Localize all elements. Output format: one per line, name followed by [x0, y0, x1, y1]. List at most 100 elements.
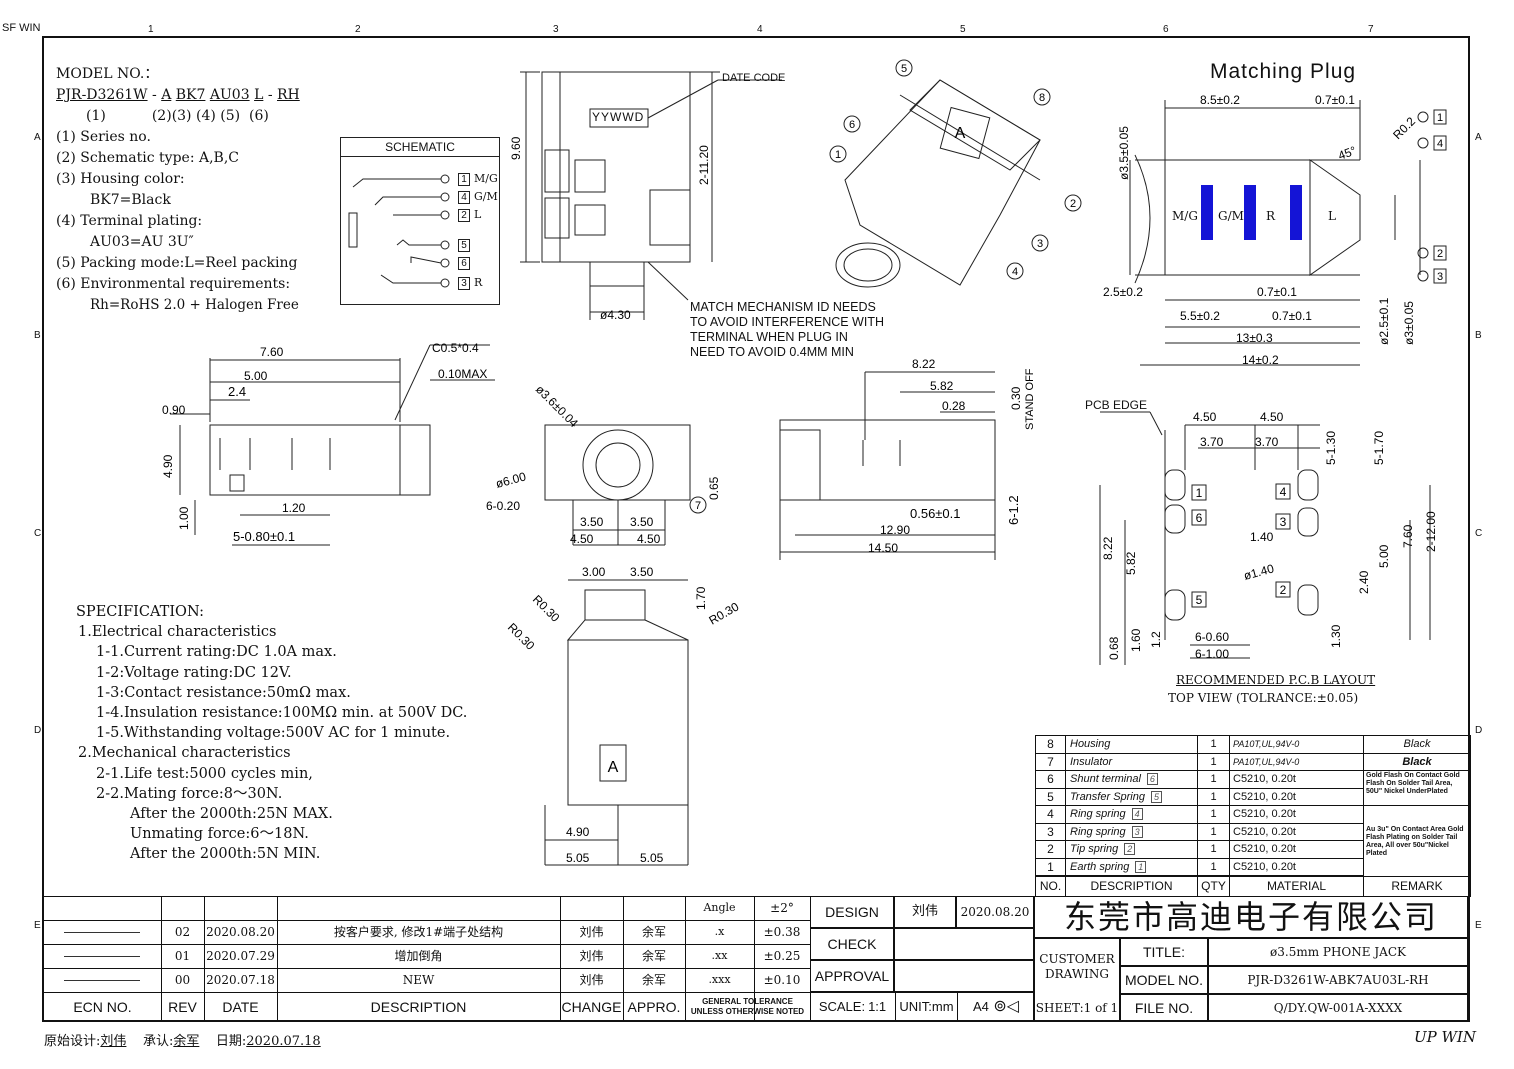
- dimension-label: 2.4: [228, 384, 246, 399]
- dimension-label: 1.2: [1149, 631, 1163, 648]
- dimension-label: 1.30: [1329, 624, 1343, 648]
- tb-cell: [44, 944, 810, 945]
- bom-material: C5210, 0.20t: [1230, 771, 1364, 789]
- dimension-label: 12.90: [880, 523, 910, 537]
- dimension-label: R0.30: [707, 599, 742, 627]
- dimension-label: 7.60: [1401, 524, 1415, 548]
- bom-header: DESCRIPTION: [1066, 876, 1198, 896]
- dimension-label: ø3.5±0.05: [1117, 126, 1131, 180]
- dimension-label: 5.00: [244, 369, 268, 383]
- model-indices: (1)(2)(3) (4) (5) (6): [86, 108, 269, 124]
- bom-material: C5210, 0.20t: [1230, 788, 1364, 806]
- tb-cell: [623, 896, 624, 1022]
- tb-cell: [810, 928, 894, 960]
- dimension-label: 3.70: [1200, 435, 1224, 449]
- dimension-label: R0.2: [1390, 114, 1418, 142]
- spec-line: After the 2000th:25N MAX.: [130, 806, 333, 823]
- bom-material: C5210, 0.20t: [1230, 806, 1364, 824]
- dimension-label: 4.50: [570, 532, 594, 546]
- callout-number: 5: [901, 63, 907, 75]
- schematic-pin-number: 1: [458, 173, 470, 186]
- footer-right-text: UP WIN: [1414, 1028, 1476, 1046]
- dimension-label: ø1.40: [1242, 561, 1276, 583]
- footer-signatures: 原始设计:刘伟 承认:余军 日期:2020.07.18: [44, 1034, 321, 1049]
- scale-cell: SCALE:1:1: [810, 992, 896, 1022]
- tolerance-label: GENERAL TOLERANCE UNLESS OTHERWISE NOTED: [690, 997, 805, 1016]
- callout-circle: [1006, 262, 1024, 280]
- iso-body: [844, 79, 1041, 286]
- pcb-pin-number: 2: [1280, 583, 1287, 597]
- bom-qty: 1: [1198, 806, 1230, 824]
- pcb-pin-box: [1275, 513, 1291, 530]
- schematic-pin-number: 6: [458, 257, 470, 270]
- bom-header: QTY: [1198, 876, 1230, 896]
- plug-title: Matching Plug: [1210, 60, 1357, 83]
- dimension-label: 9.60: [509, 136, 523, 160]
- dimension-label: R0.30: [530, 592, 563, 625]
- model-line: (5) Packing mode:L=Reel packing: [56, 255, 298, 271]
- pcb-pin-number: 1: [1196, 486, 1203, 500]
- drawing-frame: [42, 36, 1470, 1022]
- model-line: AU03=AU 3U″: [90, 234, 194, 250]
- dimension-label: 5.82: [930, 379, 954, 393]
- bom-qty: 1: [1198, 858, 1230, 876]
- tb-cell: [64, 932, 140, 933]
- zone-number: 4: [757, 24, 763, 35]
- schematic-pin-label: L: [474, 208, 482, 221]
- callout-number: 7: [695, 500, 701, 512]
- dimension-label: 6-1.2: [1006, 495, 1021, 525]
- iso-letter: A: [955, 125, 966, 142]
- bom-qty: 1: [1198, 841, 1230, 859]
- bom-tag: 2: [1124, 843, 1136, 855]
- zone-letter: B: [34, 330, 41, 341]
- plug-pin-circle: [1417, 270, 1429, 282]
- plug-pin-box: [1433, 135, 1447, 151]
- bom-no: 2: [1036, 841, 1066, 859]
- schematic-pin-number: 4: [458, 191, 470, 204]
- spec-line: 1-1.Current rating:DC 1.0A max.: [96, 644, 337, 661]
- bom-no: 6: [1036, 771, 1066, 789]
- plug-pin-number: 2: [1437, 248, 1443, 260]
- dimension-label: 0.90: [162, 403, 186, 417]
- schematic-title: SCHEMATIC: [341, 138, 499, 157]
- dimension-label: ø3.6±0.04: [533, 382, 581, 430]
- sheet-cell: SHEET:1 of 1: [1035, 1001, 1119, 1015]
- bom-tag: 1: [1135, 860, 1147, 873]
- dimension-label: 1.20: [282, 501, 306, 515]
- dimension-label: 3.50: [630, 515, 654, 529]
- dimension-label: 5.05: [566, 851, 590, 865]
- tb-cell: [44, 896, 810, 897]
- zone-number: 5: [960, 24, 966, 35]
- plug-segment-label: L: [1328, 209, 1336, 223]
- dimension-label: 3.70: [1255, 435, 1279, 449]
- pcb-pin-box: [1275, 483, 1291, 500]
- dimension-label: 13±0.3: [1236, 331, 1273, 345]
- rev-date: 2020.07.18: [206, 973, 275, 987]
- dimension-label: 0.7±0.1: [1257, 285, 1297, 299]
- spec-title: SPECIFICATION:: [76, 604, 205, 620]
- bom-header: NO.: [1036, 876, 1066, 896]
- rear-view-outline: [779, 419, 996, 501]
- tolerance-value: ±0.38: [763, 925, 801, 939]
- spec-line: After the 2000th:5N MIN.: [130, 846, 321, 863]
- dimension-label: 0.10MAX: [438, 367, 487, 381]
- tb-cell: [44, 920, 810, 921]
- title-block-label: MODEL NO.: [1124, 972, 1204, 988]
- dimension-label: 1.00: [177, 506, 191, 530]
- tb-cell: [44, 968, 810, 969]
- rev-header: ECN NO.: [73, 999, 132, 1015]
- bottom-view-outline: [567, 639, 689, 806]
- dimension-label: 0.56±0.1: [910, 506, 961, 521]
- check-label: CHECK: [827, 936, 877, 952]
- projection-symbol-icon: ⊚◁: [988, 998, 1020, 1015]
- bom-remark: Black: [1364, 736, 1470, 754]
- paper-cell: A4 ⊚◁: [972, 998, 1020, 1015]
- dimension-label: 3.50: [630, 565, 654, 579]
- tolerance-value: ±0.10: [763, 973, 801, 987]
- rev-date: 2020.07.29: [206, 949, 275, 963]
- bom-no: 3: [1036, 823, 1066, 841]
- dimension-label: 5.00: [1377, 544, 1391, 568]
- tolerance-key: .x: [714, 925, 725, 938]
